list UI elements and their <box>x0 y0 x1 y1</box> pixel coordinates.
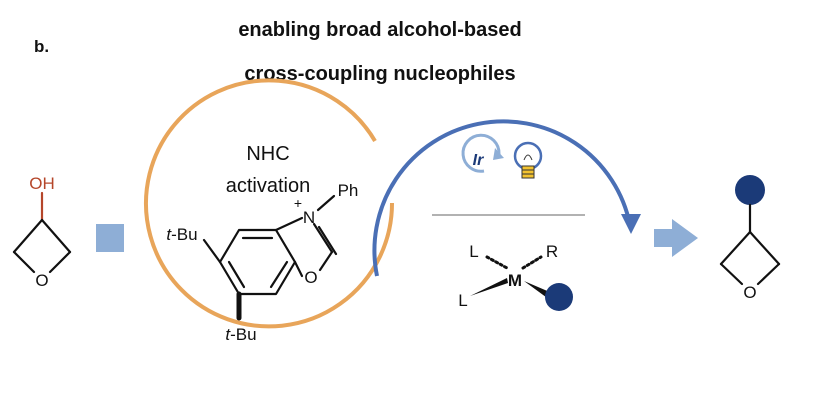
product-bond <box>719 230 752 266</box>
phenyl-label: Ph <box>338 181 359 200</box>
alkyl-group-sphere <box>545 283 573 311</box>
substrate-ring-oxygen: O <box>35 271 48 290</box>
substrate-bond <box>48 250 72 274</box>
bulb-glass <box>513 141 543 171</box>
nitrogen-charge: + <box>294 195 302 211</box>
product-sphere <box>735 175 765 205</box>
tbu-top-prefix: t <box>166 225 172 244</box>
tbu-bottom-label: t-Bu <box>225 325 256 344</box>
bulb-base <box>521 165 535 179</box>
aromatic-inner-bond <box>227 260 246 289</box>
r-group: R <box>546 242 558 261</box>
oxazole-bond <box>293 260 304 278</box>
product-ring-oxygen: O <box>743 283 756 302</box>
product-oxetane: O <box>719 175 781 302</box>
tbu-top-bond <box>202 238 222 264</box>
wedge-bond <box>524 281 552 300</box>
ligand-bottom: L <box>458 291 467 310</box>
tbu-top-suffix: -Bu <box>171 225 197 244</box>
aromatic-inner-bond <box>269 260 289 289</box>
oxazole-bond <box>317 225 338 256</box>
light-bulb-icon <box>513 141 543 179</box>
nhc-label-line-1: NHC <box>246 143 289 165</box>
nitrogen-atom: N <box>303 208 315 227</box>
substrate-bond <box>12 218 44 254</box>
product-bond <box>756 262 781 286</box>
iridium-photocatalyst: Ir <box>461 133 504 173</box>
substrate-oxetanol: OH O <box>12 174 72 290</box>
oxazole-oxygen: O <box>304 268 317 287</box>
iridium-label: Ir <box>473 152 484 169</box>
title-line-2: cross-coupling nucleophiles <box>244 63 515 85</box>
benzoxazolium-structure: N + Ph O t-Bu t-Bu <box>166 181 358 344</box>
substrate-bond <box>40 218 72 254</box>
nhc-activation-cycle <box>144 78 395 329</box>
n-phenyl-bond <box>316 194 336 212</box>
cycle-arrowhead <box>621 214 641 234</box>
substrate-bond <box>12 250 36 274</box>
metal-complex: L R M L <box>458 242 573 311</box>
oxazole-bond <box>312 222 334 254</box>
tbu-bottom-suffix: -Bu <box>230 325 256 344</box>
panel-label: b. <box>34 37 49 56</box>
hashed-bond <box>485 255 509 270</box>
benzene-ring <box>218 228 297 296</box>
ligand-top: L <box>469 242 478 261</box>
hashed-bond <box>521 255 543 270</box>
oxazole-bond <box>274 216 304 232</box>
title-line-1: enabling broad alcohol-based <box>238 19 521 41</box>
tbu-top-label: t-Bu <box>166 225 197 244</box>
wedge-bond <box>470 278 508 296</box>
oxazole-bond <box>318 250 334 272</box>
product-bond <box>748 230 781 266</box>
ir-arc <box>461 133 501 173</box>
tbu-bottom-prefix: t <box>225 325 231 344</box>
metal-center: M <box>508 271 522 290</box>
product-bond <box>719 262 744 286</box>
nhc-label-line-2: activation <box>226 175 311 197</box>
substrate-hydroxyl: OH <box>29 174 55 193</box>
metal-catalysis-cycle <box>372 119 632 277</box>
product-arrow <box>654 219 698 257</box>
bulb-filament <box>523 154 533 161</box>
connector-square <box>96 224 124 252</box>
ir-arc-arrowhead <box>493 148 504 160</box>
